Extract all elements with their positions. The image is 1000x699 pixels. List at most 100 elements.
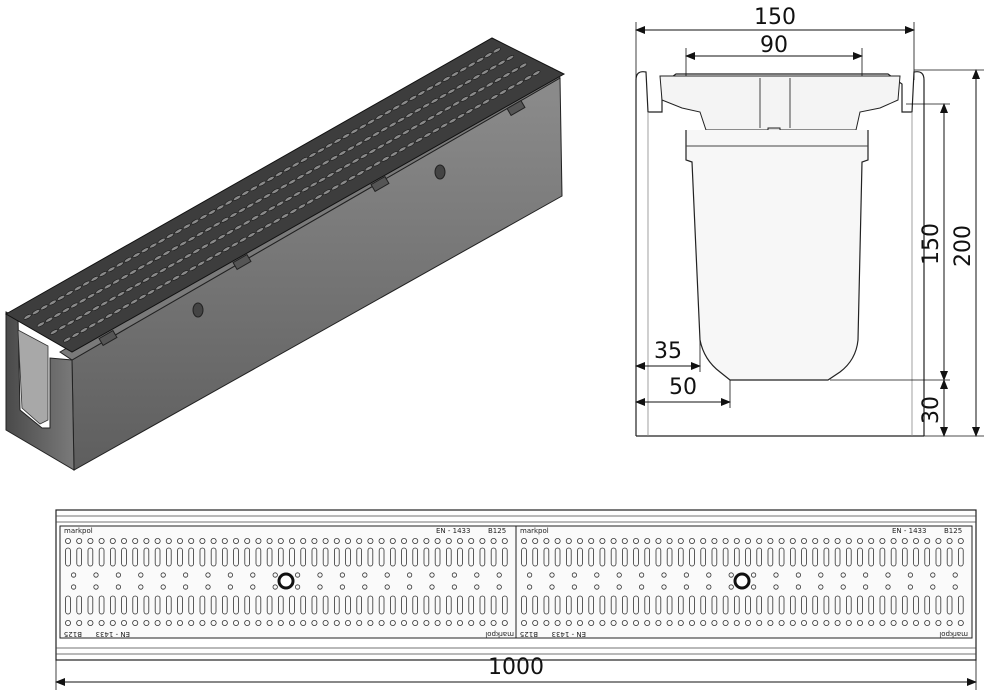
grate-hole <box>468 538 475 545</box>
iso-grate-slot <box>205 255 214 262</box>
grate-standard-label: EN - 1433 <box>892 527 926 535</box>
iso-grate-slot <box>142 276 151 283</box>
grate-slot <box>468 595 474 615</box>
grate-hole <box>389 620 396 627</box>
grate-hole <box>571 584 578 590</box>
grate-hole <box>890 538 897 545</box>
grate-hole <box>362 584 368 590</box>
grate-slot <box>946 595 953 615</box>
side-bolt-hole <box>192 302 204 318</box>
grate-hole <box>109 620 116 627</box>
iso-grate-slot <box>90 275 99 282</box>
iso-grate-slot <box>271 188 280 195</box>
grate-hole <box>700 538 707 545</box>
grate-hole <box>367 620 374 627</box>
iso-grate-slot <box>297 203 306 210</box>
grate-hole <box>367 538 374 545</box>
grate-hole <box>188 620 195 627</box>
grate-hole <box>750 572 757 578</box>
iso-grate-slot <box>494 76 503 83</box>
iso-grate-slot <box>154 254 163 261</box>
grate-slot <box>289 595 295 615</box>
grate-hole <box>93 572 99 578</box>
grate-hole <box>121 538 128 545</box>
iso-grate-slot <box>162 250 171 256</box>
grate-hole <box>521 538 528 545</box>
grate-hole <box>700 620 707 627</box>
grate-slot <box>490 595 497 615</box>
grate-slot <box>255 595 262 615</box>
grate-slot <box>412 595 418 615</box>
grate-slot <box>289 547 295 567</box>
grate-hole <box>644 620 651 627</box>
grate-slot <box>65 547 71 567</box>
iso-grate-slot <box>233 195 242 201</box>
grate-slot <box>132 547 139 567</box>
iso-grate-slot <box>95 288 104 294</box>
iso-grate-slot <box>66 319 75 326</box>
grate-hole <box>356 538 363 545</box>
grate-hole <box>333 538 340 545</box>
grate-hole <box>549 584 555 590</box>
iso-grate-slot <box>195 231 205 237</box>
grate-slot <box>233 547 239 567</box>
grate-hole <box>913 538 920 545</box>
grate-hole <box>143 538 150 545</box>
grate-slot <box>745 595 751 615</box>
iso-grate-slot <box>276 200 285 207</box>
iso-grate-slot <box>145 259 154 266</box>
grate-hole <box>666 620 673 627</box>
grate-hole <box>756 538 763 545</box>
grate-slot <box>367 547 374 567</box>
grate-slot <box>666 547 673 567</box>
iso-grate-slot <box>325 142 334 149</box>
grate-hole <box>384 584 390 590</box>
channel-end-face <box>5 311 75 471</box>
grate-slot <box>177 595 183 615</box>
iso-grate-slot <box>398 146 407 153</box>
iso-grate-slot <box>333 137 342 144</box>
dim-label-grate-width: 90 <box>760 33 788 58</box>
grate-hole <box>362 572 368 578</box>
iso-grate-slot <box>308 152 317 158</box>
grate-hole <box>221 538 228 545</box>
grate-slot <box>812 547 818 567</box>
iso-grate-slot <box>242 219 251 226</box>
iso-grate-slot <box>288 178 297 185</box>
iso-grate-slot <box>267 205 276 212</box>
iso-grate-slot <box>406 141 415 148</box>
iso-grate-slot <box>431 127 440 134</box>
side-clip <box>506 99 526 117</box>
grate-hole <box>176 538 183 545</box>
iso-grate-slot <box>363 136 372 142</box>
grate-slot <box>423 595 430 615</box>
iso-grate-slot <box>241 190 250 196</box>
iso-grate-slot <box>442 76 451 82</box>
grate-hole <box>845 620 852 627</box>
iso-grate-slot <box>385 138 394 145</box>
grate-hole <box>599 620 606 627</box>
iso-grate-slot <box>133 281 142 288</box>
grate-hole <box>588 538 595 545</box>
grate-hole <box>423 538 430 545</box>
grate-slot <box>599 595 606 615</box>
grate-slot <box>655 547 662 567</box>
iso-grate-slot <box>132 252 141 258</box>
iso-grate-slot <box>375 114 384 120</box>
iso-grate-slot <box>100 300 109 307</box>
grate-hole <box>616 572 622 578</box>
iso-grate-slot <box>61 307 70 314</box>
grate-hole <box>468 620 475 627</box>
grate-slot <box>767 595 774 615</box>
iso-grate-slot <box>440 122 449 129</box>
grate-slot <box>946 547 953 567</box>
grate-hole <box>71 584 77 590</box>
iso-grate-slot <box>116 291 126 297</box>
grate-hole <box>232 620 239 627</box>
iso-grate-slot <box>137 264 146 271</box>
grate-hole <box>879 620 886 627</box>
grate-hole <box>272 572 278 578</box>
dim-label-overall-width: 150 <box>754 5 796 30</box>
iso-grate-slot <box>456 113 466 119</box>
grate-hole <box>138 572 144 578</box>
